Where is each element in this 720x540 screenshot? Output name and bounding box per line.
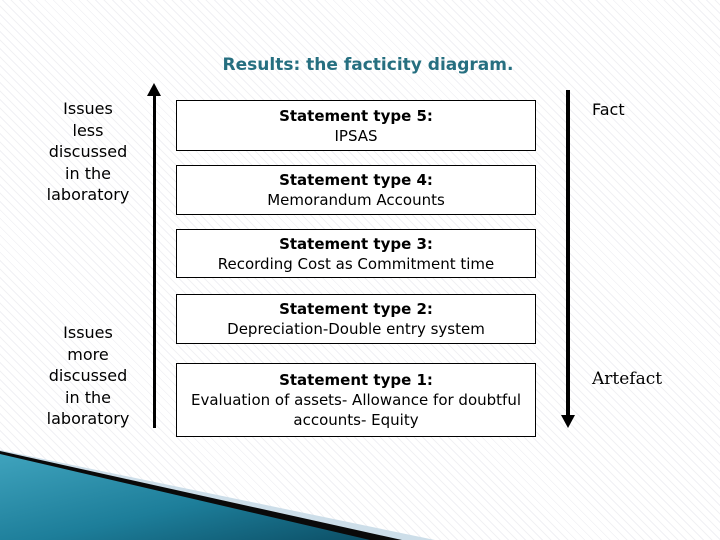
statement-box-heading: Statement type 3: (279, 234, 433, 253)
right-axis-arrow-line (566, 90, 570, 416)
statement-box-heading: Statement type 2: (279, 300, 433, 318)
footer-pale-wedge (0, 450, 435, 540)
statement-box-type-4: Statement type 4: Memorandum Accounts (176, 165, 536, 215)
up-arrow-icon (147, 83, 161, 96)
footer-teal-wedge (0, 454, 370, 540)
statement-box-heading: Statement type 4: (279, 171, 433, 189)
statement-box-type-3: Statement type 3: Recording Cost as Comm… (176, 229, 536, 278)
statement-box-heading: Statement type 5: (279, 106, 433, 125)
right-axis-top-label-fact: Fact (592, 100, 625, 119)
statement-box-body: Memorandum Accounts (267, 191, 445, 209)
statement-box-heading: Statement type 1: (279, 371, 433, 389)
left-axis-arrow-line (153, 95, 156, 428)
statement-box-body: Evaluation of assets- Allowance for doub… (190, 391, 521, 429)
slide-title: Results: the facticity diagram. (222, 55, 514, 75)
left-axis-top-label: Issues less discussed in the laboratory (46, 99, 130, 204)
statement-box-body: Recording Cost as Commitment time (217, 254, 495, 273)
statement-box-type-2: Statement type 2: Depreciation-Double en… (176, 294, 536, 344)
right-axis-bottom-label-artefact: Artefact (592, 369, 663, 389)
statement-box-body: IPSAS (334, 126, 378, 145)
statement-box-type-5: Statement type 5: IPSAS (176, 100, 536, 151)
statement-box-type-1: Statement type 1: Evaluation of assets- … (176, 363, 536, 437)
down-arrow-icon (560, 415, 575, 428)
left-axis-bottom-label: Issues more discussed in the laboratory (46, 323, 130, 428)
statement-box-body: Depreciation-Double entry system (227, 320, 485, 338)
footer-black-wedge (0, 451, 402, 540)
